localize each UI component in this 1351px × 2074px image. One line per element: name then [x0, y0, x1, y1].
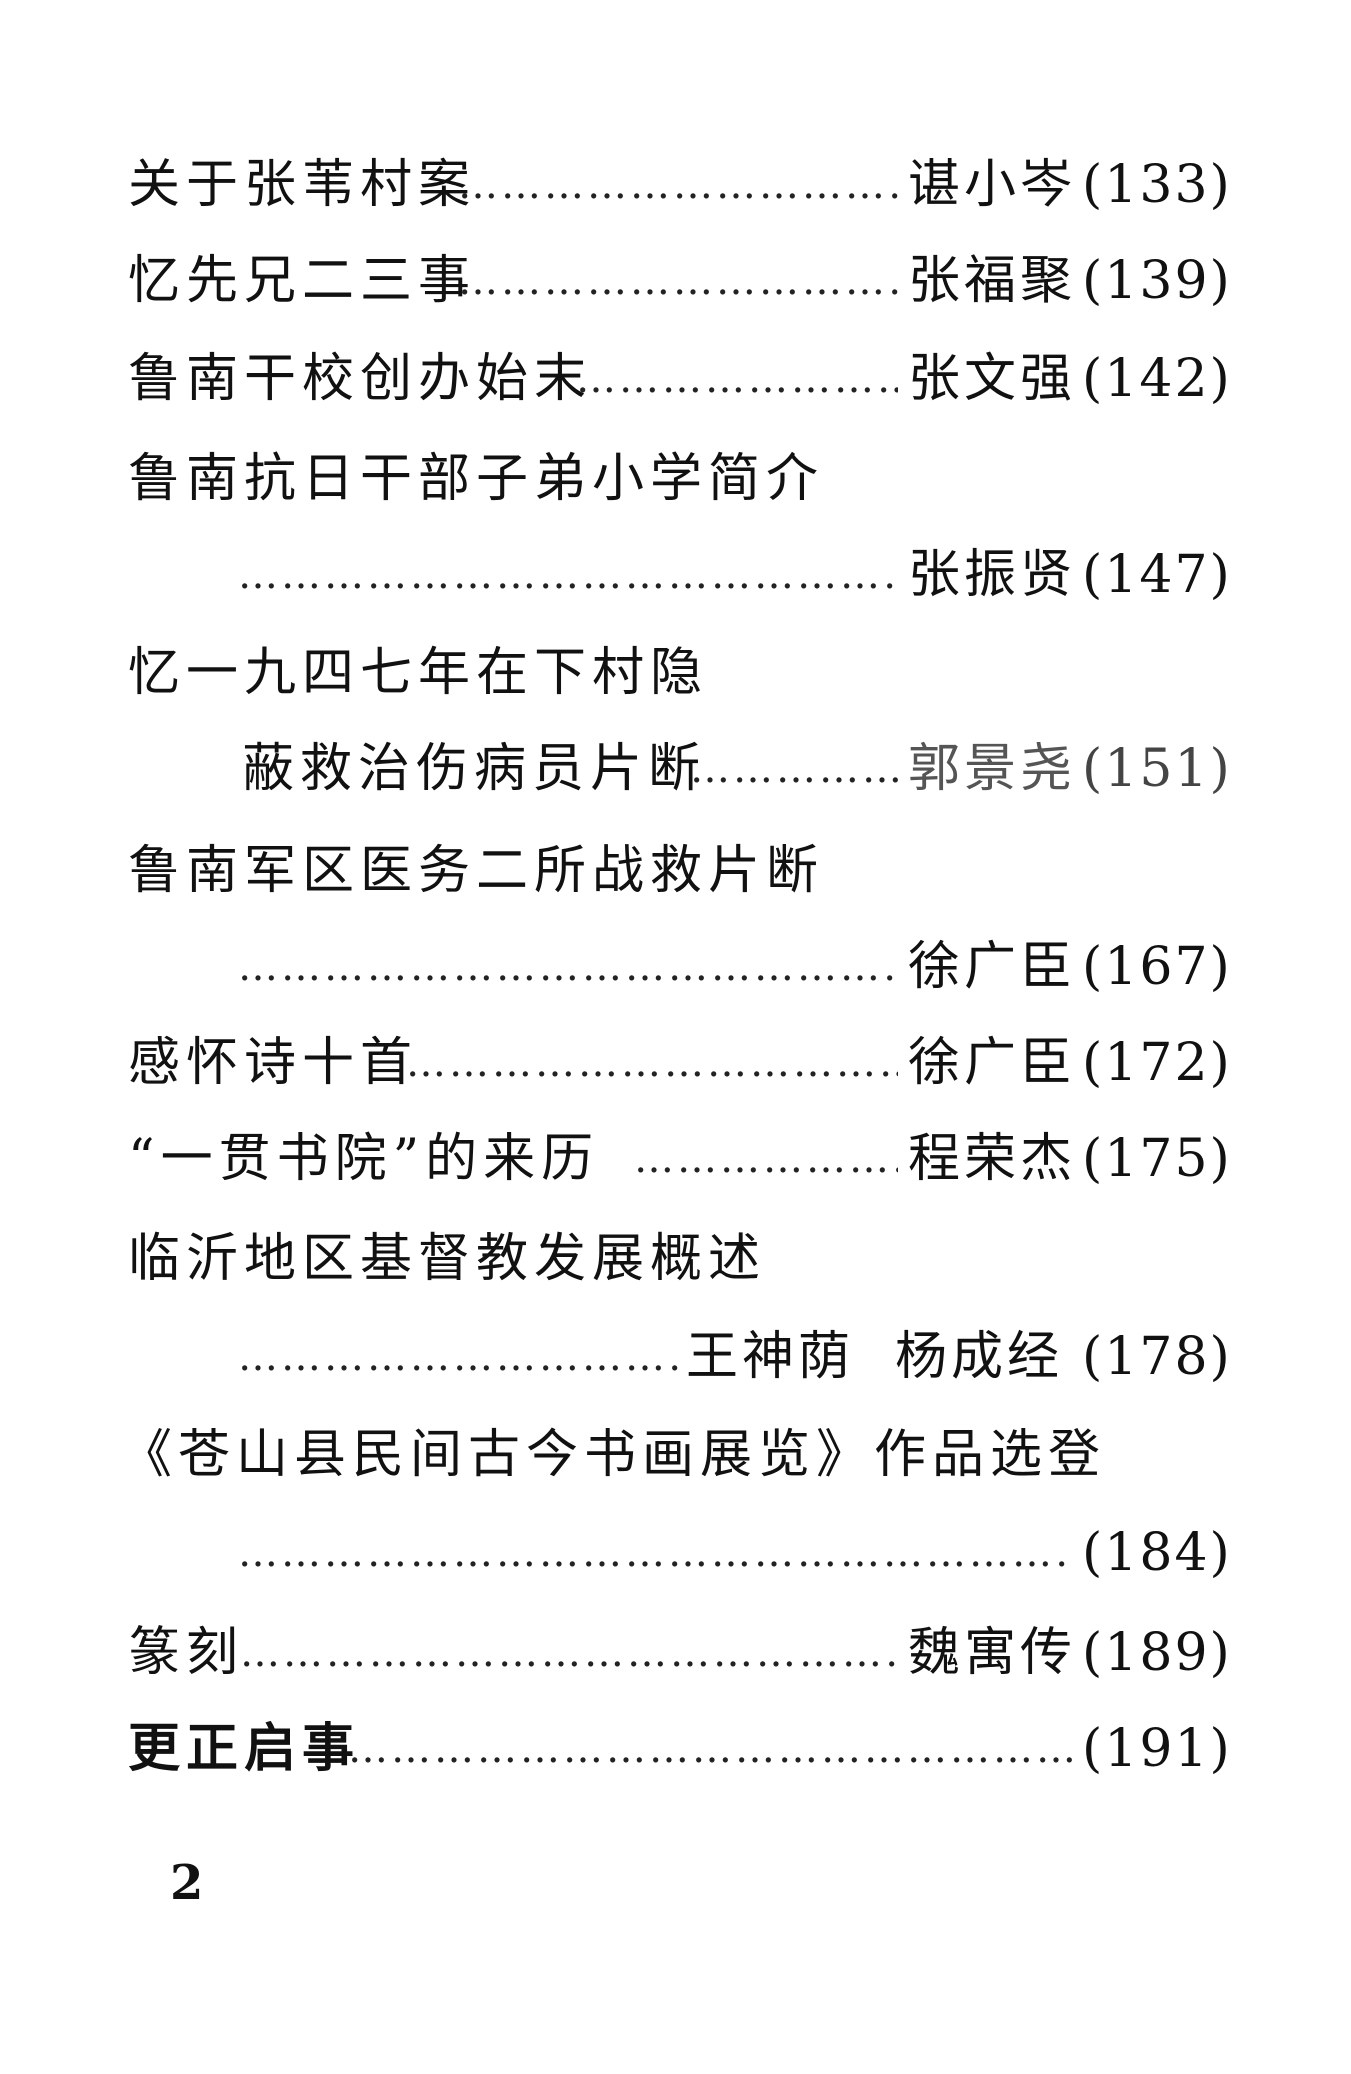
leader-dots: ……………………………: [576, 356, 898, 402]
entry-title: 《苍山县民间古今书画展览》作品选登: [120, 1425, 1107, 1485]
entry-page: (167): [1082, 937, 1232, 997]
entry-title: 感怀诗十首: [128, 1033, 419, 1093]
entry-title-continued: 蔽救治伤病员片断: [242, 739, 707, 799]
leader-dots: ………………………………: [238, 1334, 678, 1380]
entry-page: (184): [1082, 1523, 1232, 1583]
leader-dots: ……………………………………………………………: [348, 1726, 1072, 1772]
leader-dots: ………………………………: [458, 162, 898, 208]
entry-page: (191): [1082, 1719, 1232, 1779]
entry-page: (142): [1082, 349, 1232, 409]
entry-author: 谌小岑: [908, 155, 1077, 215]
entry-title: 忆一九四七年在下村隐: [128, 643, 709, 703]
entry-page: (133): [1082, 155, 1232, 215]
entry-title: 鲁南抗日干部子弟小学简介: [128, 449, 825, 509]
leader-dots: ……………………………………………: [238, 944, 898, 990]
entry-page: (175): [1082, 1129, 1232, 1189]
toc-entry-continuation: …………………………………………… 张振贤 (147): [0, 530, 1351, 620]
leader-dots: ……………………………………………: [238, 552, 898, 598]
toc-entry-continuation: …………………………………………… 徐广臣 (167): [0, 922, 1351, 1012]
toc-entry: 鲁南军区医务二所战救片断: [0, 826, 1351, 916]
entry-author: 王神荫 杨成经: [686, 1327, 1064, 1387]
entry-title: 篆刻: [128, 1623, 245, 1683]
toc-entry-continuation: ……………………………… 王神荫 杨成经 (178): [0, 1312, 1351, 1402]
leader-dots: …………………………………………………………: [238, 1530, 1072, 1576]
leader-dots: ………………………………: [458, 258, 898, 304]
entry-title: 忆先兄二三事: [128, 251, 477, 311]
toc-entry: 鲁南抗日干部子弟小学简介: [0, 434, 1351, 524]
entry-title: 临沂地区基督教发展概述: [128, 1229, 767, 1289]
toc-entry: 鲁南干校创办始末 …………………………… 张文强 (142): [0, 334, 1351, 424]
toc-entry-continuation: ………………………………………………………… (184): [0, 1508, 1351, 1598]
toc-entry: 临沂地区基督教发展概述: [0, 1214, 1351, 1304]
toc-entry: 篆刻 ……………………………………………… 魏寓传 (189): [0, 1608, 1351, 1698]
toc-entry-continuation: 蔽救治伤病员片断 ……………… 郭景尧 (151): [0, 724, 1351, 814]
entry-title: 鲁南军区医务二所战救片断: [128, 841, 825, 901]
leader-dots: ……………………………………: [406, 1040, 898, 1086]
toc-entry: 忆一九四七年在下村隐: [0, 628, 1351, 718]
toc-entry: 忆先兄二三事 ……………………………… 张福聚 (139): [0, 236, 1351, 326]
leader-dots: ………………………………………………: [240, 1630, 898, 1676]
toc-entry: “一贯书院”的来历 ……………………… 程荣杰 (175): [0, 1114, 1351, 1204]
entry-author: 郭景尧: [908, 739, 1077, 799]
entry-author: 魏寓传: [908, 1623, 1077, 1683]
entry-author: 张文强: [908, 349, 1077, 409]
toc-entry: 感怀诗十首 …………………………………… 徐广臣 (172): [0, 1018, 1351, 1108]
entry-page: (172): [1082, 1033, 1232, 1093]
entry-title: 鲁南干校创办始末: [128, 349, 593, 409]
entry-page: (178): [1082, 1327, 1232, 1387]
toc-entry: 更正启事 …………………………………………………………… (191): [0, 1704, 1351, 1794]
entry-author: 程荣杰: [908, 1129, 1077, 1189]
entry-page: (139): [1082, 251, 1232, 311]
entry-author: 徐广臣: [908, 1033, 1077, 1093]
entry-title: 更正启事: [128, 1718, 361, 1779]
entry-page: (189): [1082, 1623, 1232, 1683]
entry-title: 关于张苇村案: [128, 155, 477, 215]
leader-dots: ………………: [690, 746, 898, 792]
page-number: 2: [170, 1855, 204, 1911]
entry-page: (151): [1082, 739, 1232, 799]
leader-dots: ………………………: [634, 1136, 898, 1182]
entry-author: 张振贤: [908, 545, 1077, 605]
toc-entry: 关于张苇村案 ……………………………… 谌小岑 (133): [0, 140, 1351, 230]
entry-author: 徐广臣: [908, 937, 1077, 997]
entry-page: (147): [1082, 545, 1232, 605]
entry-author: 张福聚: [908, 251, 1077, 311]
entry-title: “一贯书院”的来历: [128, 1129, 600, 1189]
toc-entry: 《苍山县民间古今书画展览》作品选登: [0, 1410, 1351, 1500]
